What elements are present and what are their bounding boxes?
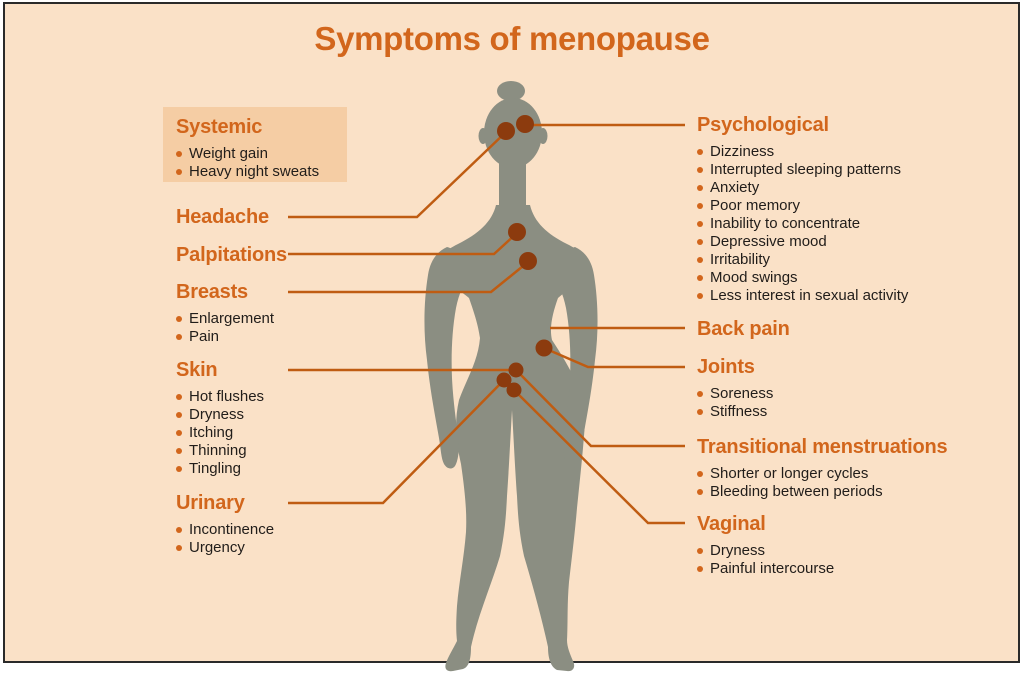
symptom-item: Dryness — [697, 542, 834, 560]
symptom-item: Less interest in sexual activity — [697, 287, 908, 305]
section-back-pain: Back pain — [697, 318, 790, 341]
bullet-dot-icon — [697, 548, 703, 554]
symptom-item: Pain — [176, 328, 274, 346]
symptom-list: Shorter or longer cycles Bleeding betwee… — [697, 465, 947, 501]
symptom-item: Dizziness — [697, 143, 908, 161]
bullet-dot-icon — [697, 257, 703, 263]
bullet-dot-icon — [697, 409, 703, 415]
symptom-item: Shorter or longer cycles — [697, 465, 947, 483]
symptom-item: Poor memory — [697, 197, 908, 215]
symptom-list: Incontinence Urgency — [176, 521, 274, 557]
bullet-dot-icon — [697, 391, 703, 397]
bullet-dot-icon — [176, 316, 182, 322]
symptom-item: Dryness — [176, 406, 264, 424]
bullet-dot-icon — [176, 466, 182, 472]
bullet-dot-icon — [176, 412, 182, 418]
bullet-dot-icon — [697, 185, 703, 191]
symptom-list: Dryness Painful intercourse — [697, 542, 834, 578]
symptom-list: Hot flushes Dryness Itching Thinning Tin… — [176, 388, 264, 478]
bullet-dot-icon — [176, 448, 182, 454]
symptom-list: Dizziness Interrupted sleeping patterns … — [697, 143, 908, 305]
symptom-list: Enlargement Pain — [176, 310, 274, 346]
section-heading: Palpitations — [176, 244, 287, 266]
section-heading: Transitional menstruations — [697, 436, 948, 458]
section-heading: Headache — [176, 206, 269, 228]
symptom-list: Soreness Stiffness — [697, 385, 773, 421]
symptom-item: Depressive mood — [697, 233, 908, 251]
symptom-item: Anxiety — [697, 179, 908, 197]
symptom-item: Urgency — [176, 539, 274, 557]
page-title: Symptoms of menopause — [314, 20, 710, 57]
symptom-list: Weight gain Heavy night sweats — [176, 145, 347, 181]
bullet-dot-icon — [176, 527, 182, 533]
symptom-item: Stiffness — [697, 403, 773, 421]
symptom-item: Itching — [176, 424, 264, 442]
symptom-item: Tingling — [176, 460, 264, 478]
bullet-dot-icon — [697, 221, 703, 227]
symptom-item: Painful intercourse — [697, 560, 834, 578]
section-joints: Joints Soreness Stiffness — [697, 356, 773, 421]
symptom-item: Hot flushes — [176, 388, 264, 406]
bullet-dot-icon — [176, 334, 182, 340]
symptom-item: Bleeding between periods — [697, 483, 947, 501]
bullet-dot-icon — [697, 203, 703, 209]
bullet-dot-icon — [697, 471, 703, 477]
symptom-item: Irritability — [697, 251, 908, 269]
symptom-item: Incontinence — [176, 521, 274, 539]
section-vaginal: Vaginal Dryness Painful intercourse — [697, 513, 834, 578]
symptom-item: Interrupted sleeping patterns — [697, 161, 908, 179]
section-palpitations: Palpitations — [176, 244, 287, 267]
symptom-item: Inability to concentrate — [697, 215, 908, 233]
bullet-dot-icon — [697, 275, 703, 281]
symptom-item: Heavy night sweats — [176, 163, 347, 181]
bullet-dot-icon — [176, 545, 182, 551]
section-heading: Breasts — [176, 281, 248, 303]
section-transitional-menstruations: Transitional menstruations Shorter or lo… — [697, 436, 948, 501]
section-heading: Urinary — [176, 492, 245, 514]
symptom-item: Thinning — [176, 442, 264, 460]
section-systemic: Systemic Weight gain Heavy night sweats — [163, 107, 347, 182]
bullet-dot-icon — [697, 489, 703, 495]
section-breasts: Breasts Enlargement Pain — [176, 281, 274, 346]
card-background — [3, 2, 1020, 663]
bullet-dot-icon — [697, 239, 703, 245]
section-psychological: Psychological Dizziness Interrupted slee… — [697, 114, 908, 305]
bullet-dot-icon — [697, 149, 703, 155]
section-heading: Skin — [176, 359, 218, 381]
bullet-dot-icon — [176, 151, 182, 157]
symptom-item: Soreness — [697, 385, 773, 403]
section-heading: Systemic — [176, 116, 263, 138]
symptom-item: Weight gain — [176, 145, 347, 163]
bullet-dot-icon — [176, 394, 182, 400]
bullet-dot-icon — [176, 169, 182, 175]
symptom-item: Enlargement — [176, 310, 274, 328]
bullet-dot-icon — [697, 293, 703, 299]
section-heading: Back pain — [697, 318, 790, 340]
section-urinary: Urinary Incontinence Urgency — [176, 492, 274, 557]
section-heading: Joints — [697, 356, 755, 378]
section-skin: Skin Hot flushes Dryness Itching Thinnin… — [176, 359, 264, 478]
bullet-dot-icon — [697, 566, 703, 572]
bullet-dot-icon — [176, 430, 182, 436]
symptom-item: Mood swings — [697, 269, 908, 287]
section-heading: Psychological — [697, 114, 829, 136]
section-heading: Vaginal — [697, 513, 766, 535]
bullet-dot-icon — [697, 167, 703, 173]
section-headache: Headache — [176, 206, 269, 229]
